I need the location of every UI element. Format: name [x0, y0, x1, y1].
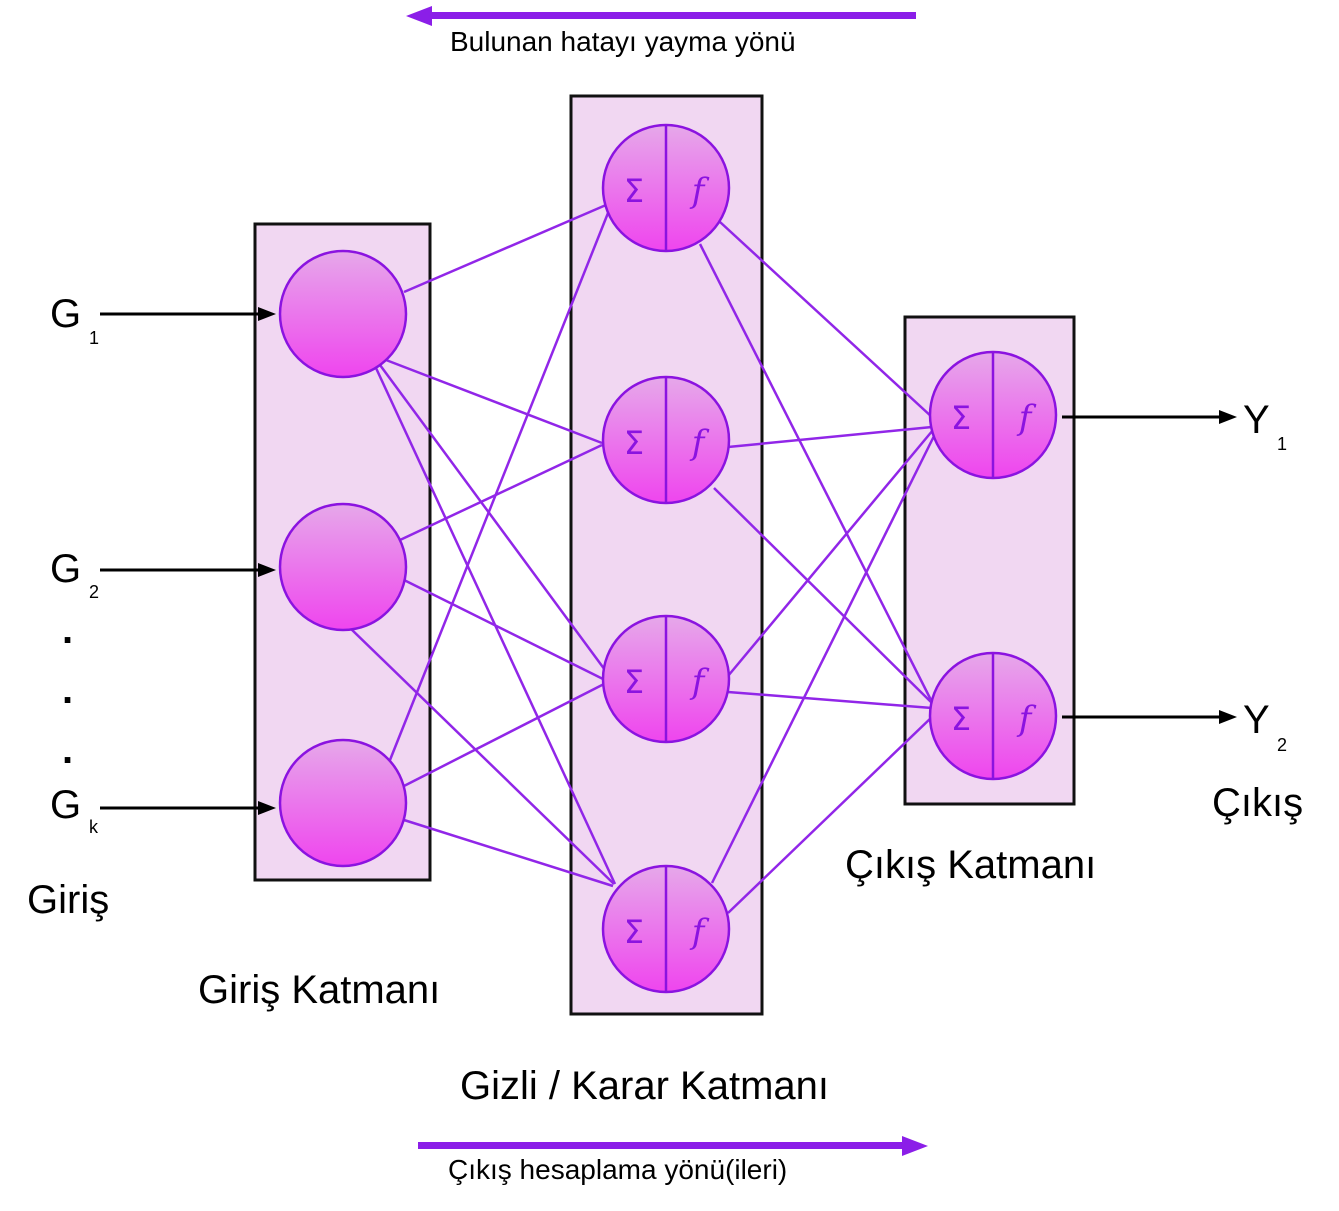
connection-line	[403, 203, 607, 294]
sum-symbol: Σ	[951, 700, 971, 738]
hidden-neuron: Σ f	[601, 864, 731, 994]
connection-line	[698, 243, 935, 705]
sum-symbol: Σ	[624, 913, 644, 951]
input-label: Giriş	[27, 878, 110, 922]
connection-line	[727, 715, 934, 914]
forward-arrow-head	[902, 1136, 928, 1156]
output-y1-subscript: 1	[1277, 434, 1288, 454]
connection-line	[401, 682, 605, 789]
input-hidden-connections	[348, 203, 617, 888]
direction-arrows	[406, 6, 928, 1156]
connection-line	[378, 364, 607, 671]
hidden-layer-title: Gizli / Karar Katmanı	[460, 1064, 830, 1108]
backprop-direction-label: Bulunan hatayı yayma yönü	[450, 26, 796, 57]
backprop-arrow-head	[406, 6, 432, 26]
connection-line	[727, 429, 934, 677]
connection-line	[399, 443, 603, 542]
connection-line	[727, 425, 933, 449]
output-arrows	[1062, 410, 1237, 724]
input-gk-label: G	[50, 783, 82, 827]
output-label: Çıkış	[1212, 781, 1304, 825]
output-neuron: Σ f	[928, 651, 1058, 781]
hidden-neuron: Σ f	[601, 123, 731, 253]
output-y2-subscript: 2	[1277, 735, 1288, 755]
hidden-neuron: Σ f	[601, 614, 731, 744]
output-neuron: Σ f	[928, 350, 1058, 480]
output-layer-title: Çıkış Katmanı	[845, 843, 1097, 887]
input-gk-subscript: k	[89, 817, 98, 837]
input-neuron	[278, 738, 408, 868]
ellipsis-dot: .	[62, 728, 74, 772]
connection-line	[385, 358, 603, 445]
connection-line	[403, 818, 614, 888]
output-neurons: Σ f Σ f	[928, 350, 1058, 781]
connection-line	[403, 578, 604, 681]
connection-line	[710, 431, 938, 884]
output-y1-label: Y	[1243, 398, 1270, 442]
output-y2-label: Y	[1243, 698, 1270, 742]
input-g2-subscript: 2	[89, 582, 100, 602]
connection-line	[727, 690, 933, 710]
input-g1-label: G	[50, 292, 82, 336]
input-neurons	[278, 249, 408, 868]
connection-line	[388, 207, 612, 761]
input-layer-title: Giriş Katmanı	[198, 968, 441, 1012]
forward-direction-label: Çıkış hesaplama yönü(ileri)	[448, 1154, 788, 1185]
forward-arrow-shaft	[418, 1142, 906, 1149]
connection-line	[348, 626, 615, 885]
sum-symbol: Σ	[951, 399, 971, 437]
backprop-arrow-shaft	[426, 12, 916, 19]
hidden-neuron: Σ f	[601, 375, 731, 505]
sum-symbol: Σ	[624, 663, 644, 701]
connection-line	[719, 221, 934, 419]
input-arrows	[100, 307, 276, 815]
input-neuron	[278, 502, 408, 632]
connection-line	[713, 487, 934, 705]
hidden-output-connections	[698, 221, 938, 914]
hidden-neurons: Σ f Σ f Σ f Σ f	[601, 123, 731, 994]
sum-symbol: Σ	[624, 172, 644, 210]
ellipsis-dot: .	[62, 608, 74, 652]
sum-symbol: Σ	[624, 424, 644, 462]
input-neuron	[278, 249, 408, 379]
input-g2-label: G	[50, 547, 82, 591]
ellipsis-dot: .	[62, 668, 74, 712]
input-g1-subscript: 1	[89, 328, 100, 348]
